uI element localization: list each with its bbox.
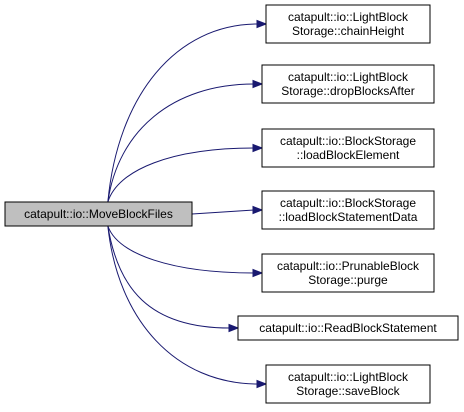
- node-label: Storage::dropBlocksAfter: [281, 84, 414, 98]
- node-box: [261, 253, 435, 293]
- edge-to-drop-blocks-after: [107, 79, 264, 203]
- edge-arrowhead: [228, 323, 240, 333]
- node-load-block-element[interactable]: catapult::io::BlockStorage::loadBlockEle…: [261, 128, 435, 168]
- node-label: catapult::io::BlockStorage: [280, 196, 416, 210]
- node-box: [4, 201, 193, 227]
- node-read-block-statement[interactable]: catapult::io::ReadBlockStatement: [237, 315, 459, 341]
- edge-line: [107, 23, 259, 203]
- node-box: [265, 364, 431, 404]
- edge-arrowhead: [252, 79, 264, 89]
- edge-to-purge: [107, 225, 264, 278]
- edge-arrowhead: [252, 205, 264, 215]
- node-label: Storage::saveBlock: [296, 384, 400, 398]
- node-label: catapult::io::BlockStorage: [280, 134, 416, 148]
- node-label: catapult::io::MoveBlockFiles: [24, 207, 173, 221]
- node-label: catapult::io::PrunableBlock: [277, 259, 420, 273]
- edge-line: [191, 209, 255, 215]
- edge-arrowhead: [256, 19, 268, 29]
- node-chain-height[interactable]: catapult::io::LightBlockStorage::chainHe…: [265, 4, 431, 44]
- edge-line: [107, 83, 255, 203]
- node-label: ::loadBlockStatementData: [279, 210, 418, 224]
- edge-line: [107, 225, 259, 385]
- edge-line: [107, 225, 255, 274]
- node-label: catapult::io::LightBlock: [288, 70, 409, 84]
- node-label: catapult::io::LightBlock: [288, 370, 409, 384]
- node-label: Storage::purge: [308, 273, 388, 287]
- edge-to-load-block-statement-data: [191, 205, 264, 215]
- node-load-block-statement-data[interactable]: catapult::io::BlockStorage::loadBlockSta…: [261, 190, 435, 230]
- call-edges: [107, 19, 268, 389]
- edge-line: [107, 147, 255, 203]
- node-purge[interactable]: catapult::io::PrunableBlockStorage::purg…: [261, 253, 435, 293]
- edge-line: [107, 225, 231, 329]
- edge-arrowhead: [256, 379, 268, 389]
- edge-to-save-block: [107, 225, 268, 389]
- edge-arrowhead: [252, 143, 264, 153]
- edge-to-read-block-statement: [107, 225, 240, 333]
- call-nodes: catapult::io::MoveBlockFilescatapult::io…: [4, 4, 459, 404]
- node-label: catapult::io::ReadBlockStatement: [259, 321, 437, 335]
- node-save-block[interactable]: catapult::io::LightBlockStorage::saveBlo…: [265, 364, 431, 404]
- node-box: [261, 128, 435, 168]
- node-move-block-files[interactable]: catapult::io::MoveBlockFiles: [4, 201, 193, 227]
- node-label: ::loadBlockElement: [297, 148, 400, 162]
- edge-to-load-block-element: [107, 143, 264, 203]
- node-box: [261, 64, 435, 104]
- node-box: [261, 190, 435, 230]
- edge-to-chain-height: [107, 19, 268, 203]
- node-label: Storage::chainHeight: [292, 24, 405, 38]
- node-label: catapult::io::LightBlock: [288, 10, 409, 24]
- node-drop-blocks-after[interactable]: catapult::io::LightBlockStorage::dropBlo…: [261, 64, 435, 104]
- node-box: [237, 315, 459, 341]
- edge-arrowhead: [252, 268, 264, 278]
- node-box: [265, 4, 431, 44]
